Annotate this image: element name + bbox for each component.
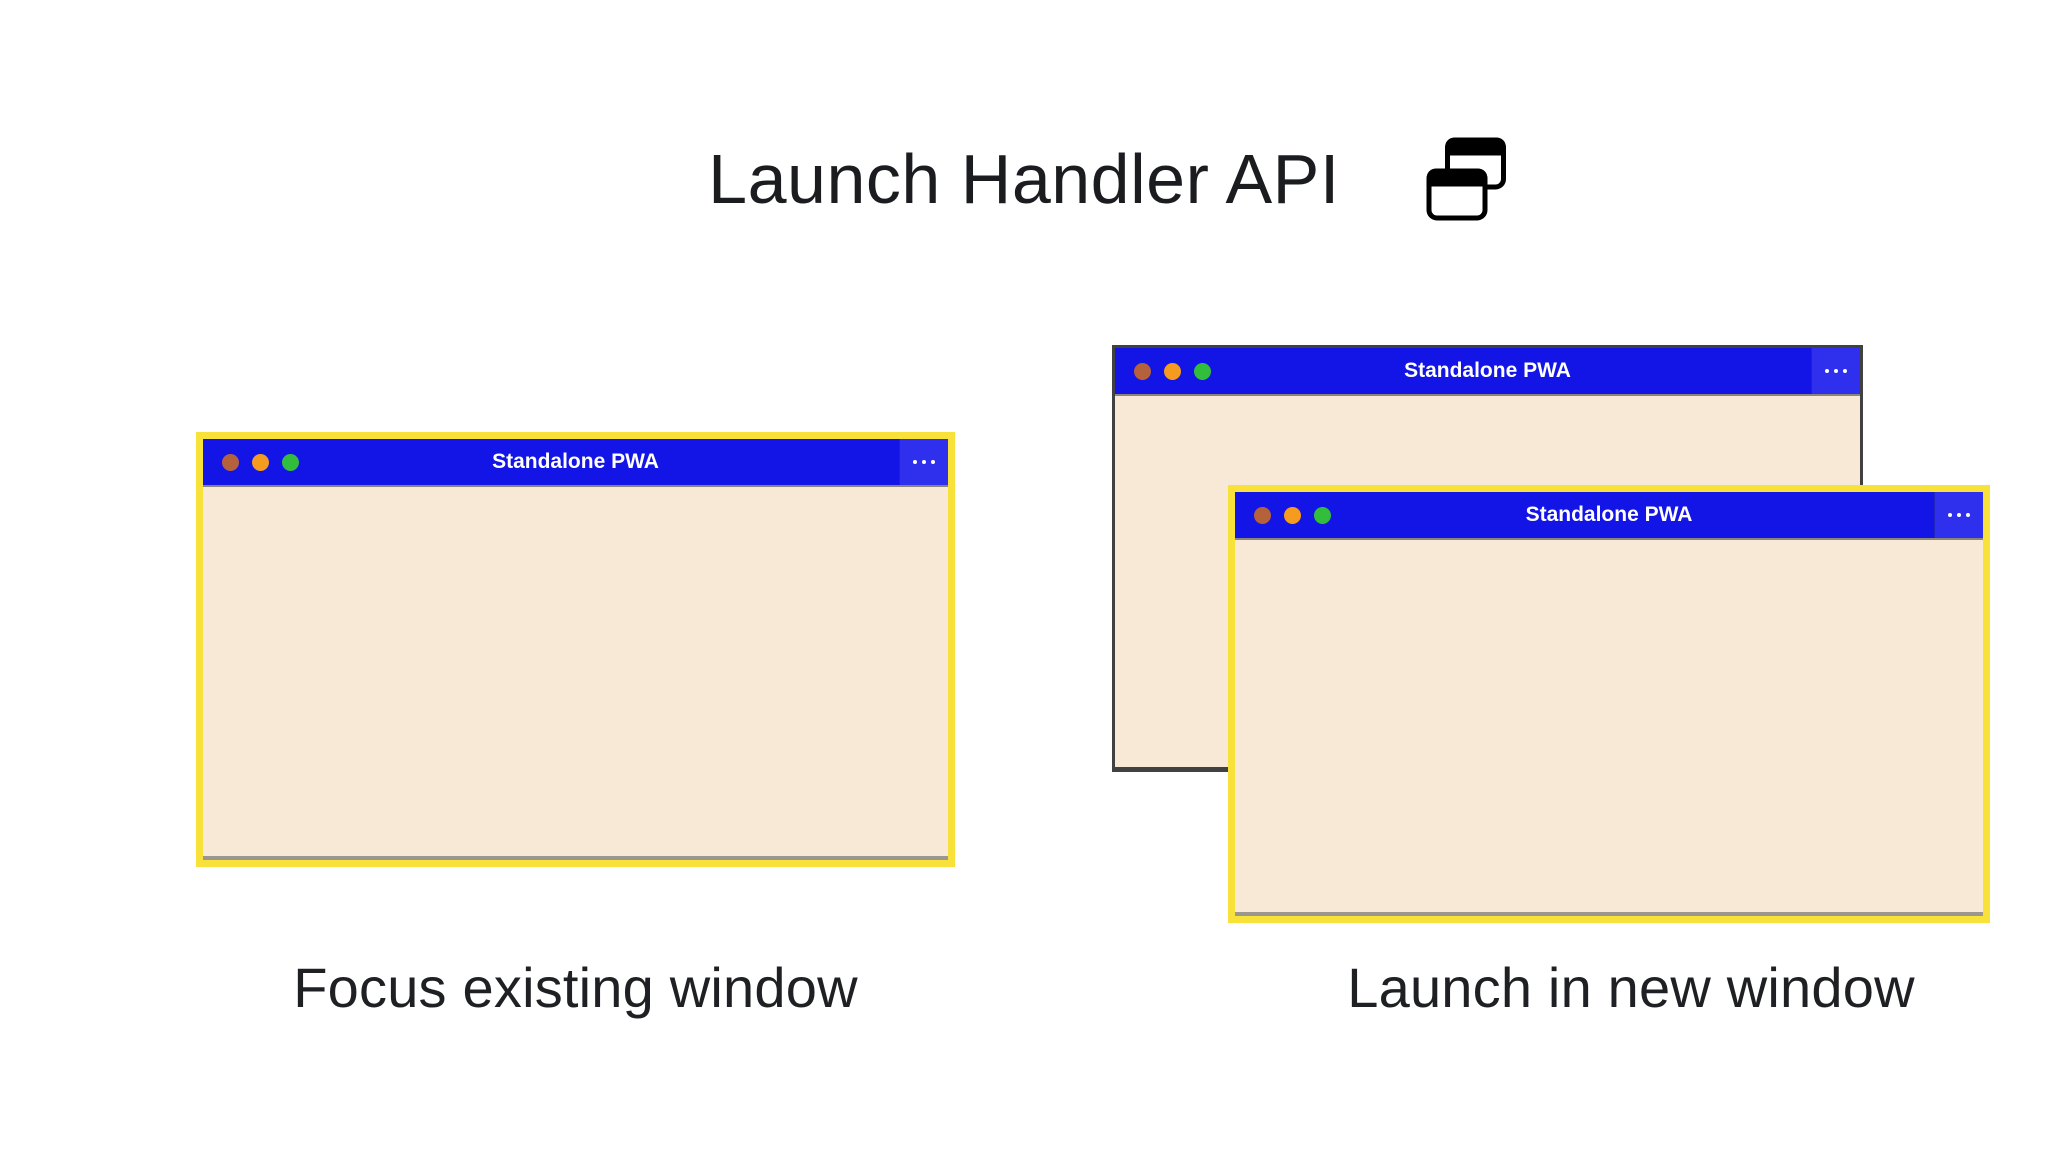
ellipsis-icon: [1948, 513, 1952, 517]
window-titlebar: Standalone PWA: [203, 439, 948, 485]
overlapping-windows-icon: [1426, 137, 1506, 221]
more-menu-button: [1934, 492, 1983, 538]
ellipsis-icon: [1843, 369, 1847, 373]
close-dot-icon: [1134, 362, 1151, 380]
ellipsis-icon: [913, 460, 917, 464]
ellipsis-icon: [1825, 369, 1829, 373]
traffic-lights: [1254, 506, 1331, 524]
traffic-lights: [222, 453, 299, 471]
minimize-dot-icon: [252, 453, 269, 471]
new-window: Standalone PWA: [1235, 492, 1983, 916]
new-window-frame: Standalone PWA: [1228, 485, 1990, 923]
traffic-lights: [1134, 362, 1211, 380]
ellipsis-icon: [922, 460, 926, 464]
launch-new-caption: Launch in new window: [1347, 955, 1915, 1019]
focused-window-frame: Standalone PWA: [196, 432, 955, 867]
ellipsis-icon: [1834, 369, 1838, 373]
window-title: Standalone PWA: [1525, 503, 1693, 526]
ellipsis-icon: [1966, 513, 1970, 517]
window-body: [203, 485, 948, 856]
zoom-dot-icon: [1314, 506, 1331, 524]
ellipsis-icon: [1957, 513, 1961, 517]
ellipsis-icon: [931, 460, 935, 464]
close-dot-icon: [222, 453, 239, 471]
more-menu-button: [1811, 348, 1860, 394]
focus-existing-caption: Focus existing window: [293, 955, 858, 1019]
window-title: Standalone PWA: [1404, 359, 1571, 382]
minimize-dot-icon: [1164, 362, 1181, 380]
close-dot-icon: [1254, 506, 1271, 524]
window-titlebar: Standalone PWA: [1115, 348, 1860, 394]
zoom-dot-icon: [282, 453, 299, 471]
header: Launch Handler API: [0, 134, 2048, 224]
window-body: [1235, 538, 1983, 912]
minimize-dot-icon: [1284, 506, 1301, 524]
zoom-dot-icon: [1194, 362, 1211, 380]
window-title: Standalone PWA: [492, 450, 659, 473]
window-titlebar: Standalone PWA: [1235, 492, 1983, 538]
more-menu-button: [899, 439, 948, 485]
focused-window: Standalone PWA: [203, 439, 948, 860]
page-title: Launch Handler API: [708, 140, 1340, 218]
